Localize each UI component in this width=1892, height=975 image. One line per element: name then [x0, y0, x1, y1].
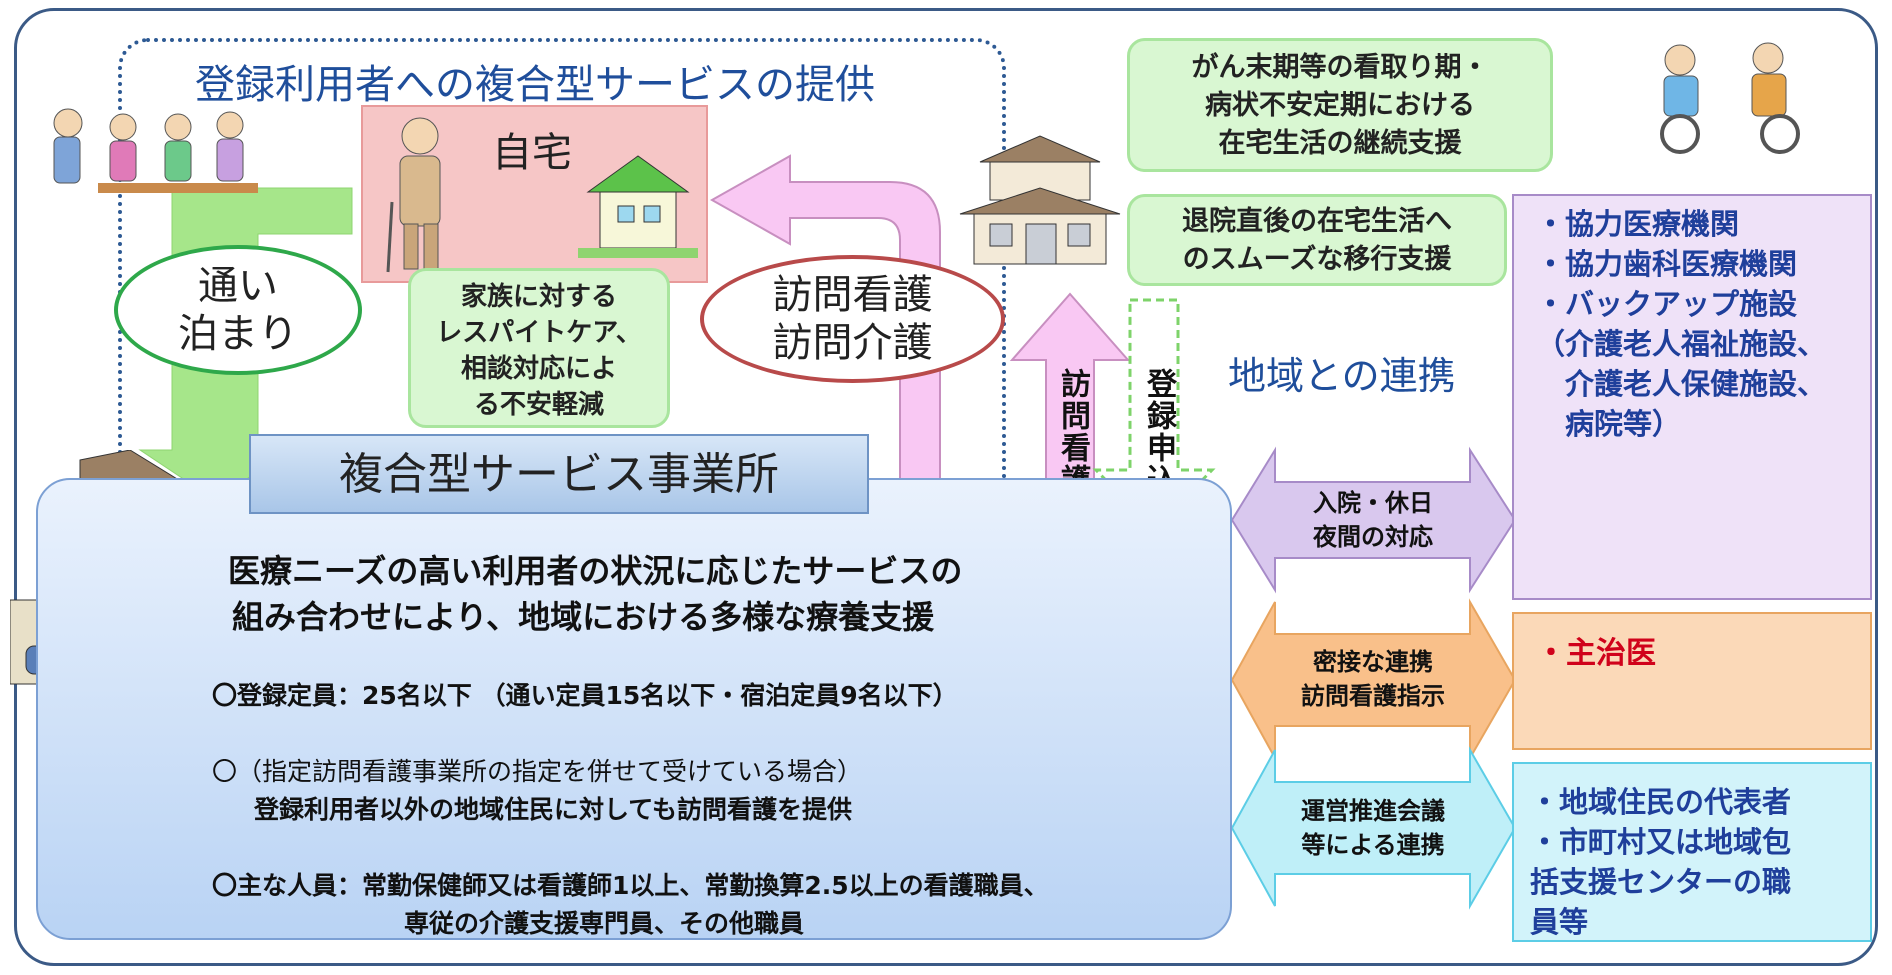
hospital-arrow-line: 夜間の対応: [1313, 523, 1433, 551]
medical-list-item: 介護老人保健施設、: [1536, 367, 1827, 401]
community-representatives-list: ・地域住民の代表者 ・市町村又は地域包 括支援センターの職 員等: [1530, 782, 1791, 942]
registered-services-title: 登録利用者への複合型サービスの提供: [195, 62, 875, 108]
discharge-support-line: 退院直後の在宅生活へ: [1182, 206, 1452, 237]
capacity-item: 〇登録定員：25名以下 （通い定員15名以下・宿泊定員9名以下）: [212, 681, 958, 710]
discharge-support-line: のスムーズな移行支援: [1182, 244, 1452, 275]
respite-care-box: 家族に対する レスパイトケア、 相談対応によ る不安軽減: [408, 268, 670, 428]
terminal-support-line: 在宅生活の継続支援: [1218, 128, 1462, 159]
wheelchair-users-illustration: [1660, 42, 1800, 154]
designation-item-line: 〇（指定訪問看護事業所の指定を併せて受けている場合）: [212, 757, 863, 786]
elderly-group-illustration: [53, 108, 258, 193]
respite-line: レスパイトケア、: [436, 318, 642, 348]
stay-label: 泊まり: [178, 311, 298, 357]
visit-care-label: 訪問介護: [772, 320, 933, 366]
respite-line: る不安軽減: [473, 390, 604, 420]
community-list-item: 員等: [1530, 905, 1589, 939]
doctor-arrow-line: 訪問看護指示: [1301, 682, 1445, 710]
commute-label: 通い: [198, 263, 278, 309]
medical-list-item: 病院等）: [1536, 407, 1682, 441]
staff-item-line: 〇主な人員：常勤保健師又は看護師1以上、常勤換算2.5以上の看護職員、: [212, 871, 1049, 900]
commute-stay-ellipse: 通い泊まり: [114, 245, 362, 375]
community-list-item: ・地域住民の代表者: [1530, 785, 1792, 819]
visit-nursing-vertical-label: 訪問看護: [1055, 368, 1090, 496]
service-office-panel: [36, 478, 1232, 940]
medical-list-item: ・協力医療機関: [1536, 207, 1740, 241]
hospital-arrow-label: 入院・休日 夜間の対応: [1276, 486, 1470, 554]
visit-nursing-label: 訪問看護: [772, 272, 933, 318]
office-description-line: 医療ニーズの高い利用者の状況に応じたサービスの: [228, 552, 963, 590]
committee-arrow-line: 運営推進会議: [1301, 797, 1445, 825]
discharge-support-box: 退院直後の在宅生活へ のスムーズな移行支援: [1127, 194, 1507, 286]
attending-physician-box: [1512, 612, 1872, 750]
doctor-arrow-label: 密接な連携 訪問看護指示: [1276, 645, 1470, 713]
committee-arrow-label: 運営推進会議 等による連携: [1276, 794, 1470, 862]
elderly-man-cane-illustration: [386, 117, 441, 273]
visit-care-ellipse: 訪問看護訪問介護: [700, 255, 1005, 383]
house-icon: [959, 135, 1121, 265]
visit-care-arrow: [709, 154, 941, 481]
medical-list-item: （介護老人福祉施設、: [1536, 327, 1827, 361]
terminal-support-line: がん末期等の看取り期・: [1191, 52, 1489, 83]
terminal-care-support-box: がん末期等の看取り期・ 病状不安定期における 在宅生活の継続支援: [1127, 38, 1553, 172]
medical-list-item: ・協力歯科医療機関: [1536, 247, 1798, 281]
home-label: 自宅: [492, 130, 572, 176]
staff-item-line: 専従の介護支援専門員、その他職員: [404, 909, 805, 938]
medical-list-item: ・バックアップ施設: [1536, 287, 1798, 321]
register-vertical-label: 登録申込: [1141, 368, 1176, 496]
office-description-line: 組み合わせにより、地域における多様な療養支援: [232, 598, 935, 636]
medical-institutions-box: [1512, 194, 1872, 600]
hospital-arrow-line: 入院・休日: [1313, 489, 1433, 517]
doctor-arrow-line: 密接な連携: [1313, 648, 1433, 676]
attending-physician-label: ・主治医: [1536, 636, 1656, 671]
service-office-title: 複合型サービス事業所: [249, 434, 869, 514]
committee-arrow-line: 等による連携: [1301, 831, 1445, 859]
community-representatives-box: [1512, 762, 1872, 942]
community-list-item: 括支援センターの職: [1530, 865, 1792, 899]
green-house-icon: [578, 155, 698, 258]
terminal-support-line: 病状不安定期における: [1205, 90, 1475, 121]
designation-item-line: 登録利用者以外の地域住民に対しても訪問看護を提供: [254, 795, 853, 824]
community-link-label: 地域との連携: [1228, 354, 1456, 398]
community-list-item: ・市町村又は地域包: [1530, 825, 1792, 859]
respite-line: 相談対応によ: [460, 354, 617, 384]
respite-line: 家族に対する: [460, 282, 617, 312]
medical-institutions-list: ・協力医療機関 ・協力歯科医療機関 ・バックアップ施設 （介護老人福祉施設、 介…: [1536, 204, 1826, 444]
